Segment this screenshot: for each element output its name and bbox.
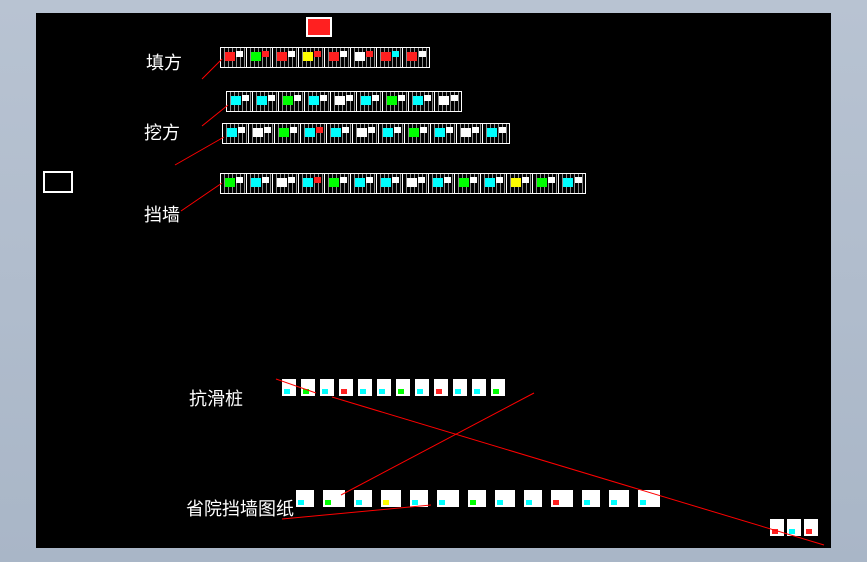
drawing[interactable]: [282, 379, 296, 396]
sheet[interactable]: [455, 174, 481, 193]
drawing[interactable]: [770, 519, 784, 536]
sheet[interactable]: [403, 174, 429, 193]
label-retaining-wall: 挡墙: [144, 205, 180, 226]
sheet[interactable]: [357, 92, 383, 111]
title-thumbnail[interactable]: [306, 17, 332, 37]
drawing[interactable]: [320, 379, 334, 396]
sheet[interactable]: [429, 174, 455, 193]
sheet[interactable]: [377, 174, 403, 193]
sheet[interactable]: [351, 174, 377, 193]
sheet-row-retaining-wall[interactable]: [220, 173, 586, 194]
sheet[interactable]: [483, 124, 509, 143]
sheet[interactable]: [247, 48, 273, 67]
drawing[interactable]: [301, 379, 315, 396]
sheet[interactable]: [559, 174, 585, 193]
sheet[interactable]: [331, 92, 357, 111]
sheet[interactable]: [249, 124, 275, 143]
sheet[interactable]: [435, 92, 461, 111]
drawing[interactable]: [453, 379, 467, 396]
drawing[interactable]: [582, 490, 600, 507]
drawing[interactable]: [495, 490, 515, 507]
sheet[interactable]: [301, 124, 327, 143]
sheet[interactable]: [221, 174, 247, 193]
label-provincial-wall-drawings: 省院挡墙图纸: [186, 499, 294, 520]
sheet[interactable]: [351, 48, 377, 67]
leader-line: [174, 136, 225, 166]
drawing-row-anti-slide-pile[interactable]: [282, 379, 505, 396]
drawing[interactable]: [354, 490, 372, 507]
sheet[interactable]: [253, 92, 279, 111]
drawing[interactable]: [434, 379, 448, 396]
leader-line: [340, 392, 535, 496]
label-anti-slide-pile: 抗滑桩: [189, 389, 243, 410]
drawing[interactable]: [609, 490, 629, 507]
cad-drawing-canvas[interactable]: 填方 挖方 挡墙: [36, 13, 831, 548]
sheet[interactable]: [377, 48, 403, 67]
sheet[interactable]: [305, 92, 331, 111]
label-fill: 填方: [146, 53, 182, 74]
sheet[interactable]: [481, 174, 507, 193]
leader-line: [180, 182, 223, 212]
sheet[interactable]: [273, 174, 299, 193]
sheet[interactable]: [383, 92, 409, 111]
leader-line: [281, 504, 432, 520]
sheet[interactable]: [409, 92, 435, 111]
sheet[interactable]: [327, 124, 353, 143]
drawing[interactable]: [415, 379, 429, 396]
drawing[interactable]: [381, 490, 401, 507]
sheet[interactable]: [431, 124, 457, 143]
drawing[interactable]: [551, 490, 573, 507]
sheet-row-excavation-1[interactable]: [226, 91, 462, 112]
sheet[interactable]: [299, 174, 325, 193]
sheet[interactable]: [273, 48, 299, 67]
drawing[interactable]: [804, 519, 818, 536]
drawing[interactable]: [358, 379, 372, 396]
drawing[interactable]: [638, 490, 660, 507]
drawing[interactable]: [339, 379, 353, 396]
leader-line: [201, 58, 223, 80]
sheet[interactable]: [533, 174, 559, 193]
sheet[interactable]: [247, 174, 273, 193]
drawing[interactable]: [524, 490, 542, 507]
drawing[interactable]: [491, 379, 505, 396]
leader-line: [331, 396, 825, 546]
sheet[interactable]: [353, 124, 379, 143]
sheet[interactable]: [275, 124, 301, 143]
drawing[interactable]: [468, 490, 486, 507]
drawing[interactable]: [396, 379, 410, 396]
sheet[interactable]: [325, 174, 351, 193]
drawing[interactable]: [787, 519, 801, 536]
sheet[interactable]: [221, 48, 247, 67]
drawing[interactable]: [296, 490, 314, 507]
sheet[interactable]: [279, 92, 305, 111]
drawing[interactable]: [472, 379, 486, 396]
sheet[interactable]: [457, 124, 483, 143]
sheet[interactable]: [299, 48, 325, 67]
sheet-row-excavation-2[interactable]: [222, 123, 510, 144]
drawing-row-provincial[interactable]: [296, 490, 660, 507]
sheet[interactable]: [325, 48, 351, 67]
drawing-bottom-right[interactable]: [770, 519, 818, 536]
sheet[interactable]: [507, 174, 533, 193]
sheet-row-fill[interactable]: [220, 47, 430, 68]
sheet[interactable]: [379, 124, 405, 143]
sheet[interactable]: [403, 48, 429, 67]
viewport-icon[interactable]: [43, 171, 73, 193]
drawing[interactable]: [377, 379, 391, 396]
drawing[interactable]: [323, 490, 345, 507]
label-excavation: 挖方: [144, 123, 180, 144]
sheet[interactable]: [227, 92, 253, 111]
drawing[interactable]: [437, 490, 459, 507]
sheet[interactable]: [223, 124, 249, 143]
drawing[interactable]: [410, 490, 428, 507]
sheet[interactable]: [405, 124, 431, 143]
